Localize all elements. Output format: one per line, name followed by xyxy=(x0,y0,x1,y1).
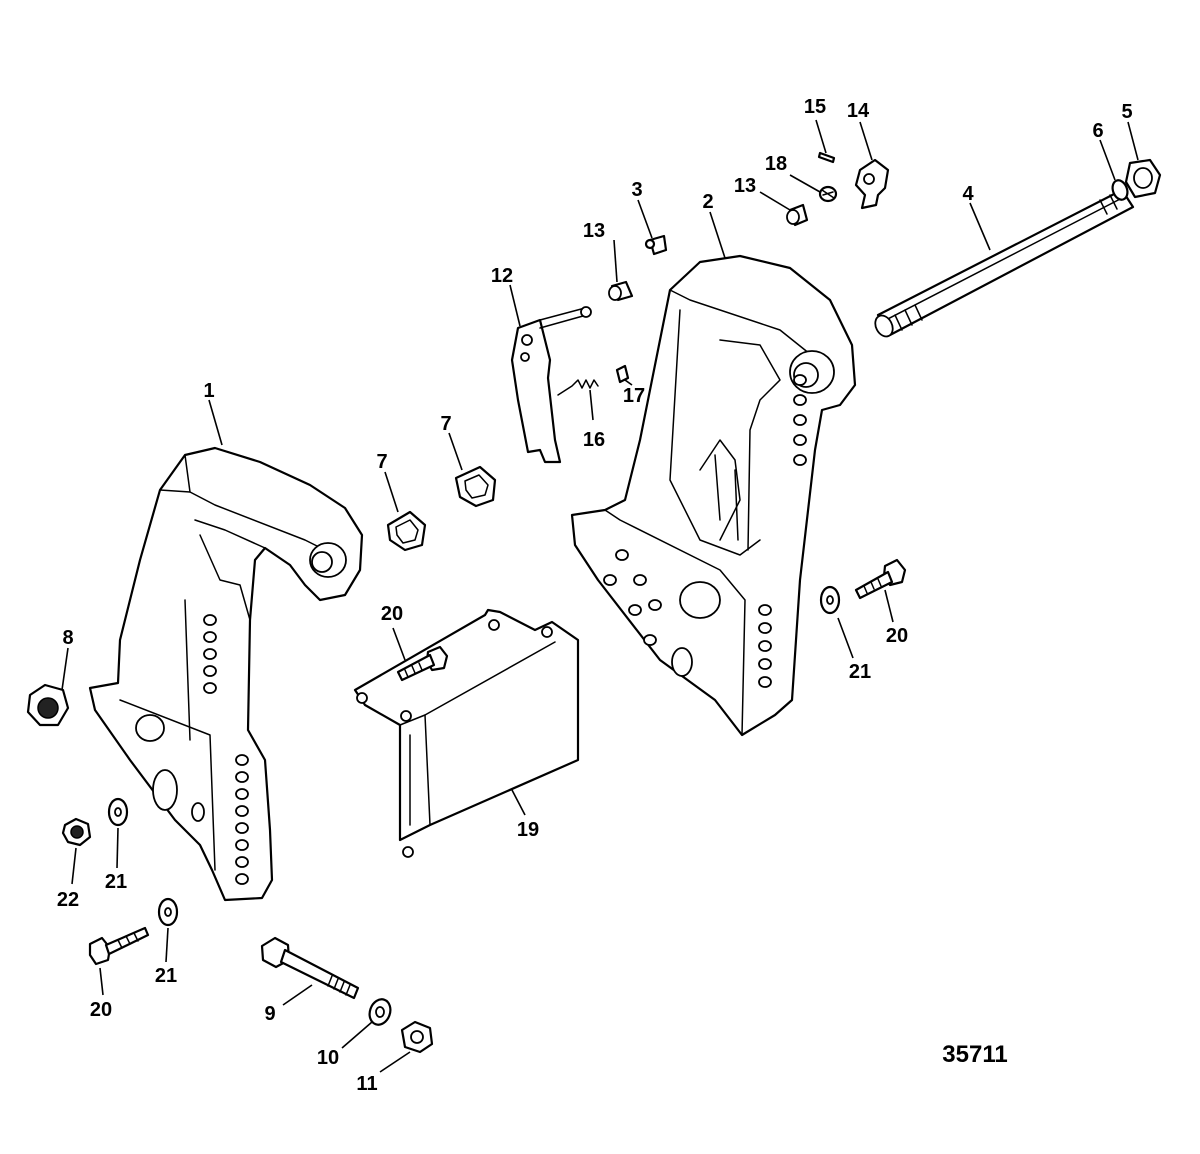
washer-10 xyxy=(368,998,392,1026)
washer-21-lower-left xyxy=(157,897,179,927)
callout-labels: 1 2 3 4 5 6 7 7 8 9 10 11 12 13 13 14 15… xyxy=(57,96,1133,1095)
pin-17 xyxy=(615,364,630,384)
callout-16: 16 xyxy=(583,429,605,451)
nut-22 xyxy=(61,817,92,847)
spring-16 xyxy=(557,379,599,396)
callout-22: 22 xyxy=(57,889,79,911)
callout-12: 12 xyxy=(491,265,513,287)
washer-21-right xyxy=(819,585,841,615)
bolt-20-lower-left xyxy=(88,926,150,966)
tilt-tube-shaft xyxy=(874,188,1135,338)
callout-11: 11 xyxy=(356,1073,377,1095)
callout-13-right: 13 xyxy=(734,175,756,197)
pin-15 xyxy=(817,151,836,164)
callout-13-left: 13 xyxy=(583,220,605,242)
washer-21-upper-left xyxy=(107,797,129,827)
tilt-lock-lever-12 xyxy=(510,306,592,464)
thrust-washer-7-left xyxy=(386,510,427,552)
callout-4: 4 xyxy=(962,183,974,205)
callout-14: 14 xyxy=(847,100,870,122)
bolt-20-middle xyxy=(396,645,449,682)
callout-20-right: 20 xyxy=(886,625,908,647)
right-transom-bracket xyxy=(570,254,857,737)
callout-18: 18 xyxy=(765,153,787,175)
callout-10: 10 xyxy=(317,1047,339,1069)
callout-20-middle: 20 xyxy=(381,603,403,625)
callout-8: 8 xyxy=(62,627,73,649)
callout-17: 17 xyxy=(623,385,645,407)
thrust-washer-7-right xyxy=(454,465,497,508)
drawing-number: 35711 xyxy=(942,1041,1007,1068)
callout-19: 19 xyxy=(517,819,539,841)
lock-cam-14 xyxy=(854,158,890,210)
callout-7-left: 7 xyxy=(376,451,387,473)
callout-15: 15 xyxy=(804,96,826,118)
bolt-20-right xyxy=(854,558,907,600)
callout-20-lower-left: 20 xyxy=(90,999,112,1021)
callout-9: 9 xyxy=(264,1003,275,1025)
callout-7-right: 7 xyxy=(440,413,451,435)
leader-lines xyxy=(61,119,1139,1073)
spring-18 xyxy=(818,185,838,203)
callout-1: 1 xyxy=(203,380,214,402)
bolt-9 xyxy=(260,936,360,1000)
callout-3: 3 xyxy=(631,179,642,201)
callout-5: 5 xyxy=(1121,101,1132,123)
callout-6: 6 xyxy=(1092,120,1103,142)
bushing-13-right xyxy=(786,203,809,227)
nut-8 xyxy=(26,683,70,727)
grease-fitting-3 xyxy=(644,234,668,256)
nut-5 xyxy=(1124,158,1162,199)
mounting-plate xyxy=(353,608,580,858)
callout-2: 2 xyxy=(702,191,713,213)
left-transom-bracket xyxy=(88,446,364,902)
nut-11 xyxy=(400,1020,434,1054)
callout-21-lower-left: 21 xyxy=(155,965,177,987)
callout-21-upper-left: 21 xyxy=(105,871,127,893)
washer-6 xyxy=(1111,179,1129,201)
callout-21-right: 21 xyxy=(849,661,871,683)
bushing-13-left xyxy=(608,280,634,302)
